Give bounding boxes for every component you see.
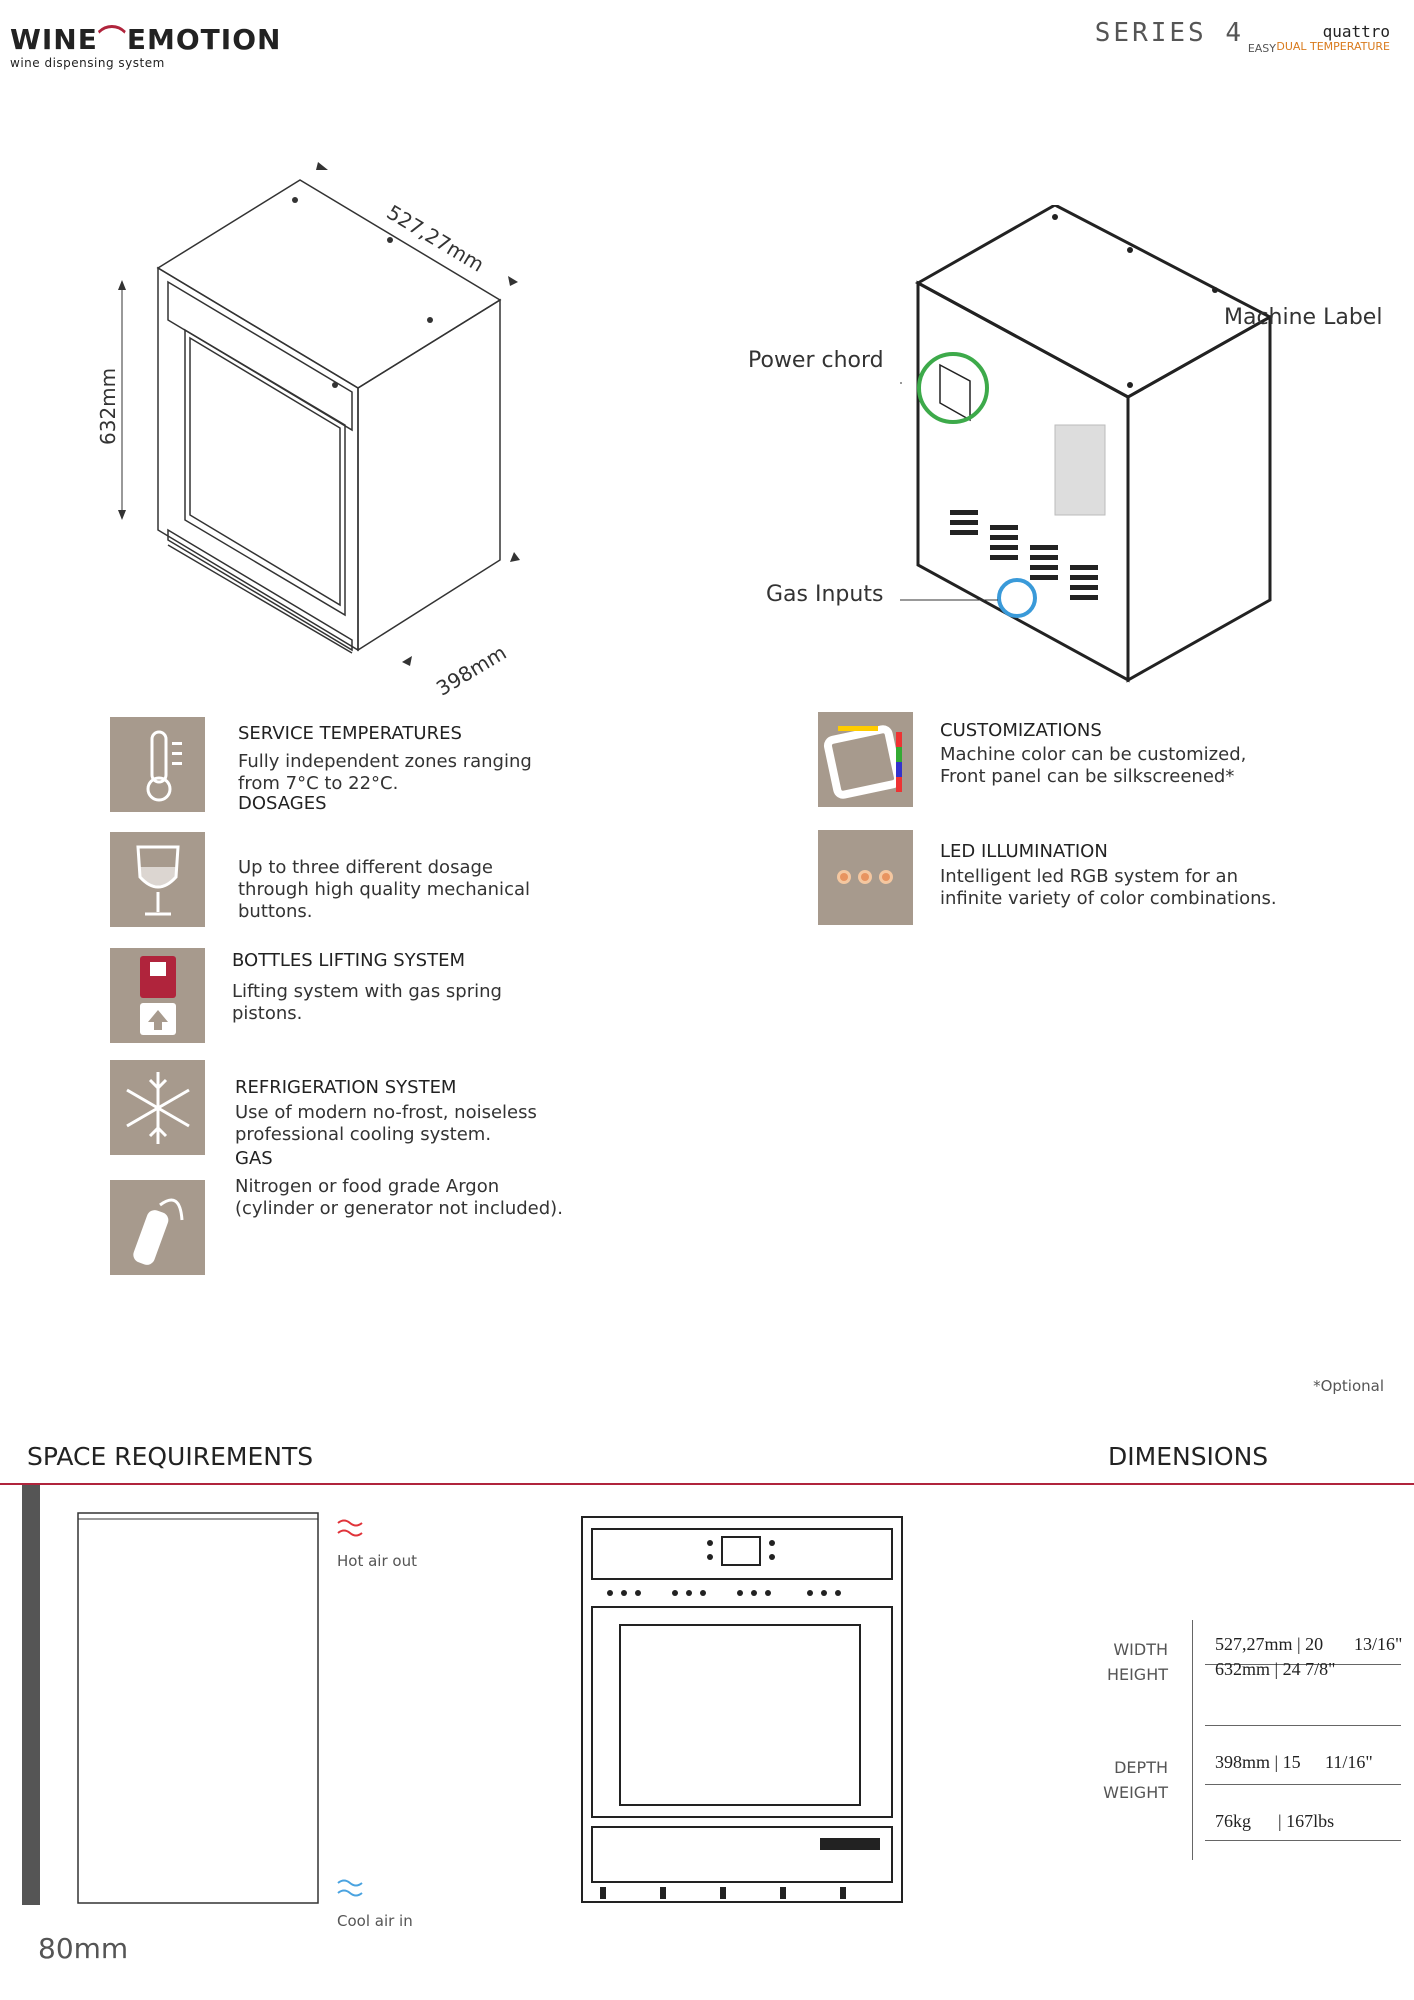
gas-inputs-callout: Gas Inputs: [766, 582, 884, 607]
feature-text-gas: Nitrogen or food grade Argon (cylinder o…: [235, 1176, 563, 1219]
feature-text-dosages: Up to three different dosage through hig…: [238, 857, 530, 922]
weight-value: 76kg: [1215, 1811, 1251, 1831]
feature-title-refrigeration: REFRIGERATION SYSTEM: [235, 1077, 457, 1098]
brand-logo: WINE⌒EMOTION: [10, 23, 282, 56]
depth-value: 398mm | 15: [1215, 1752, 1301, 1772]
height-value: 632mm | 24 7/8": [1215, 1659, 1336, 1679]
led-icon: [818, 830, 913, 925]
cool-air-label: Cool air in: [337, 1912, 413, 1930]
depth-label: DEPTH: [1114, 1758, 1168, 1777]
feature-text-lifting: Lifting system with gas spring pistons.: [232, 981, 502, 1024]
hot-air-icon: [337, 1519, 363, 1537]
brand: WINE⌒EMOTION wine dispensing system: [10, 18, 281, 70]
feature-text-led: Intelligent led RGB system for an infini…: [940, 866, 1277, 909]
weight-rule: [1205, 1840, 1401, 1841]
quattro-logo: quattro: [1322, 22, 1390, 41]
feature-title-gas: GAS: [235, 1148, 273, 1169]
wine-glass-icon: [110, 832, 205, 927]
feature-title-customizations: CUSTOMIZATIONS: [940, 720, 1102, 741]
bottle-lift-icon: [110, 948, 205, 1043]
width-value: 527,27mm | 20: [1215, 1634, 1324, 1654]
power-chord-callout: Power chord: [748, 348, 884, 373]
isometric-front-drawing: [118, 162, 520, 666]
clearance-label: 80mm: [38, 1932, 129, 1965]
iso-height-label: 632mm: [96, 367, 120, 445]
power-chord-marker: [917, 352, 989, 424]
side-view-drawing: [77, 1512, 319, 1904]
wall-bar: [22, 1485, 40, 1905]
gas-cylinder-icon: [110, 1180, 205, 1275]
dimensions-divider: [1192, 1620, 1193, 1860]
series-logo: SERIES 4: [1094, 18, 1244, 48]
height-label: HEIGHT: [1106, 1665, 1168, 1684]
width-rule: [1205, 1664, 1401, 1665]
series-sub: EASY: [1247, 42, 1276, 55]
feature-text-customizations: Machine color can be customized, Front p…: [940, 744, 1247, 787]
dual-temperature-logo: DUAL TEMPERATURE: [1276, 40, 1390, 53]
optional-note: *Optional: [1313, 1377, 1384, 1395]
depth-rule: [1205, 1784, 1401, 1785]
feature-title-lifting: BOTTLES LIFTING SYSTEM: [232, 950, 465, 971]
machine-label-sticker: [1054, 424, 1106, 516]
gas-inputs-marker: [997, 578, 1037, 618]
weight-lbs: | 167lbs: [1278, 1811, 1335, 1831]
vent-grille: [950, 510, 1098, 600]
customization-icon: [818, 712, 913, 807]
thermometer-icon: [110, 717, 205, 812]
front-view-drawing: [581, 1516, 903, 1903]
weight-label: WEIGHT: [1103, 1783, 1168, 1802]
dimensions-title: DIMENSIONS: [1108, 1442, 1269, 1471]
hot-air-label: Hot air out: [337, 1552, 417, 1570]
feature-text-temperatures: Fully independent zones ranging from 7°C…: [238, 751, 532, 794]
feature-title-led: LED ILLUMINATION: [940, 841, 1108, 862]
space-requirements-title: SPACE REQUIREMENTS: [27, 1442, 314, 1471]
isometric-rear-drawing: [900, 205, 1274, 683]
machine-label-callout: Machine Label: [1224, 305, 1383, 330]
feature-title-temperatures: SERVICE TEMPERATURES: [238, 723, 462, 744]
snowflake-icon: [110, 1060, 205, 1155]
feature-text-refrigeration: Use of modern no-frost, noiseless profes…: [235, 1102, 537, 1145]
section-divider: [0, 1483, 1414, 1485]
brand-tagline: wine dispensing system: [10, 56, 165, 70]
cool-air-icon: [337, 1879, 363, 1897]
height-rule: [1205, 1725, 1401, 1726]
width-fraction: 13/16": [1354, 1634, 1403, 1654]
depth-fraction: 11/16": [1325, 1752, 1373, 1772]
feature-title-dosages: DOSAGES: [238, 793, 327, 814]
width-label: WIDTH: [1113, 1640, 1168, 1659]
